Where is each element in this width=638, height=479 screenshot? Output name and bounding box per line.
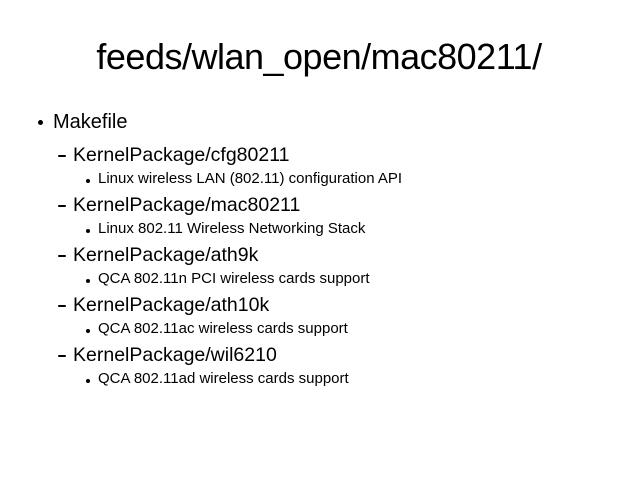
list-item: QCA 802.11ad wireless cards support: [0, 366, 638, 391]
list-item: KernelPackage/ath9k: [0, 243, 638, 268]
list-item-label: KernelPackage/cfg80211: [73, 144, 290, 166]
list-item-label: KernelPackage/ath10k: [73, 294, 270, 316]
disc-bullet-icon: [86, 229, 90, 233]
list-item-label: QCA 802.11n PCI wireless cards support: [98, 270, 370, 287]
list-item-label: KernelPackage/ath9k: [73, 244, 259, 266]
slide-title: feeds/wlan_open/mac80211/: [96, 36, 542, 77]
list-item-label: Linux wireless LAN (802.11) configuratio…: [98, 170, 403, 187]
list-item-label: QCA 802.11ac wireless cards support: [98, 320, 348, 337]
disc-bullet-icon: [86, 379, 90, 383]
dash-bullet-icon: [58, 205, 66, 207]
list-item: Makefile: [0, 110, 638, 135]
list-item: QCA 802.11ac wireless cards support: [0, 316, 638, 341]
dash-bullet-icon: [58, 355, 66, 357]
list-item: KernelPackage/mac80211: [0, 193, 638, 218]
bullet-list: Makefile KernelPackage/cfg80211 Linux wi…: [0, 110, 638, 391]
list-item-label: KernelPackage/wil6210: [73, 344, 277, 366]
disc-bullet-icon: [86, 279, 90, 283]
list-item: Linux 802.11 Wireless Networking Stack: [0, 216, 638, 241]
list-item-label: KernelPackage/mac80211: [73, 194, 301, 216]
list-item-label: Makefile: [53, 111, 128, 133]
list-item: KernelPackage/cfg80211: [0, 143, 638, 168]
dash-bullet-icon: [58, 155, 66, 157]
dash-bullet-icon: [58, 305, 66, 307]
disc-bullet-icon: [86, 329, 90, 333]
list-item-label: Linux 802.11 Wireless Networking Stack: [98, 220, 366, 237]
disc-bullet-icon: [86, 179, 90, 183]
disc-bullet-icon: [38, 120, 43, 125]
list-item: KernelPackage/ath10k: [0, 293, 638, 318]
dash-bullet-icon: [58, 255, 66, 257]
list-item: Linux wireless LAN (802.11) configuratio…: [0, 166, 638, 191]
list-item: KernelPackage/wil6210: [0, 343, 638, 368]
list-item: QCA 802.11n PCI wireless cards support: [0, 266, 638, 291]
list-item-label: QCA 802.11ad wireless cards support: [98, 370, 349, 387]
